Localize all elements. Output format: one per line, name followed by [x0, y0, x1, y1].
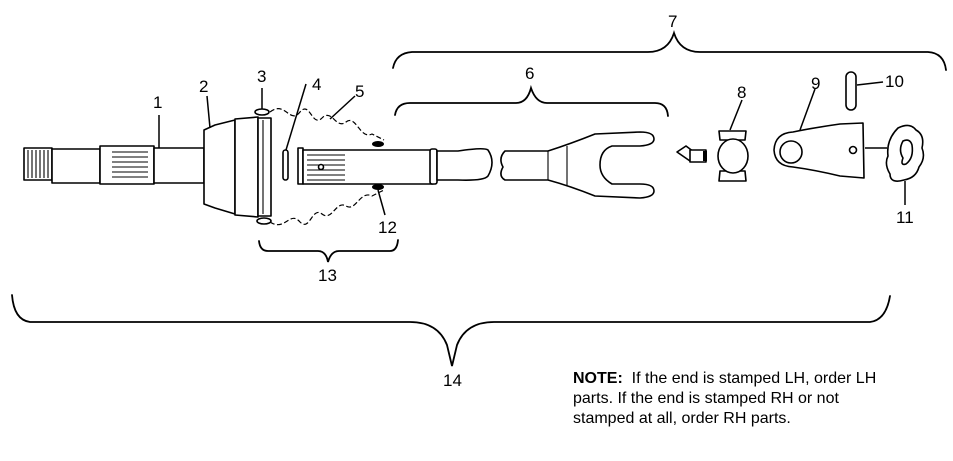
part-1-stub-shaft [23, 145, 205, 185]
part-4-snap-ring [282, 149, 289, 181]
part-12-clamp-bottom [372, 184, 384, 190]
part-9-yoke-arm [773, 122, 865, 179]
part-2-cv-joint [203, 116, 272, 218]
part-6-drive-shaft [297, 131, 655, 199]
brace-6 [394, 84, 669, 117]
part-3-clamp-top [254, 108, 270, 116]
part-8-u-joint [676, 130, 749, 182]
part-5-boot-top [269, 108, 385, 141]
part-11-seal [865, 124, 925, 182]
callout-3: 3 [257, 67, 266, 86]
callout-14: 14 [443, 371, 462, 390]
callout-1: 1 [153, 93, 162, 112]
callout-2: 2 [199, 77, 208, 96]
brace-7 [392, 30, 947, 71]
leader-lines [158, 81, 906, 216]
callout-4: 4 [312, 75, 321, 94]
callout-8: 8 [737, 83, 746, 102]
part-12-clamp-top [372, 141, 384, 147]
callout-12: 12 [378, 218, 397, 237]
part-10-pin [845, 71, 857, 111]
brace-14-main [11, 294, 891, 367]
callout-6: 6 [525, 64, 534, 83]
callout-9: 9 [811, 74, 820, 93]
part-3-clamp-bottom [256, 217, 272, 225]
callout-5: 5 [355, 82, 364, 101]
note-text: If the end is stamped LH, order LH parts… [573, 370, 877, 427]
callout-13: 13 [318, 266, 337, 285]
note-label: NOTE: [573, 370, 623, 387]
part-5-boot-bottom [269, 189, 385, 226]
callout-7: 7 [668, 12, 677, 31]
callout-10: 10 [885, 72, 904, 91]
brace-13 [258, 239, 399, 263]
callout-11: 11 [896, 208, 914, 227]
note-block: NOTE: If the end is stamped LH, order LH… [573, 369, 893, 429]
